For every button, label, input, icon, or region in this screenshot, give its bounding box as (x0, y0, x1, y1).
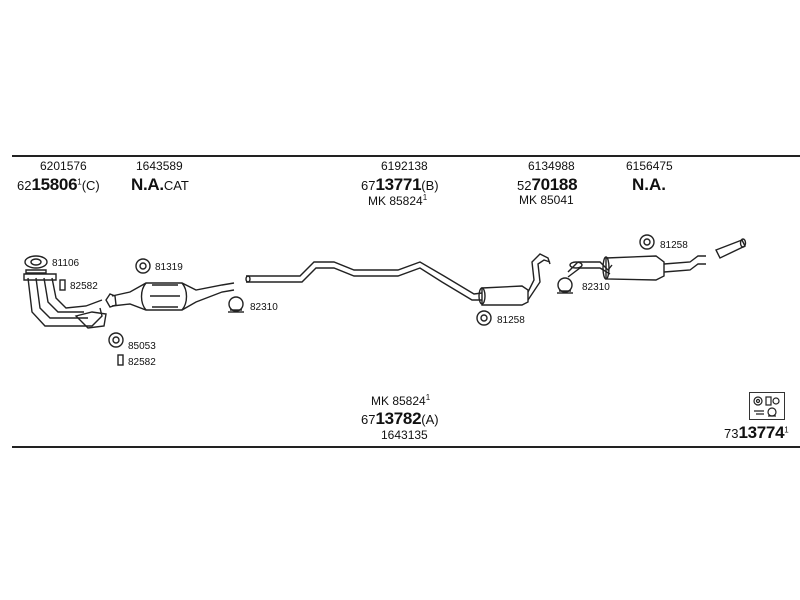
label-82310-b: 82310 (582, 282, 610, 293)
kit-part-number[interactable]: 73137741 (724, 423, 789, 443)
part-na[interactable]: N.A. (632, 175, 666, 194)
part-main: 70188 (531, 175, 578, 194)
part-number-a[interactable]: 6713782(A) (361, 409, 439, 429)
bottom-rule (12, 446, 800, 448)
mk-sup: 1 (422, 193, 428, 202)
part-number-b[interactable]: 6713771(B) (361, 175, 439, 195)
rear-silencer[interactable] (567, 255, 706, 281)
ref-6156475: 6156475 (626, 159, 673, 173)
top-rule (12, 155, 800, 157)
part-main: 13771 (375, 175, 422, 194)
label-81319: 81319 (155, 262, 183, 273)
bolt-icon[interactable] (59, 279, 66, 291)
part-na-cat[interactable]: N.A.CAT (131, 175, 189, 195)
kit-prefix: 73 (724, 426, 739, 441)
ref-1643589: 1643589 (136, 159, 183, 173)
part-number-c[interactable]: 62158061(C) (17, 175, 100, 195)
part-main: 13782 (375, 409, 422, 428)
part-main: N.A. (131, 175, 164, 194)
part-suffix: CAT (163, 178, 189, 193)
kit-parts-icon (753, 396, 780, 417)
kit-main: 13774 (738, 423, 785, 442)
part-suffix: (B) (421, 178, 439, 193)
rubber-ring-icon[interactable] (135, 258, 151, 274)
part-prefix: 67 (361, 178, 376, 193)
ref-6201576: 6201576 (40, 159, 87, 173)
clamp-icon[interactable] (228, 296, 244, 313)
center-pipe[interactable] (245, 261, 483, 301)
gasket-icon[interactable] (24, 255, 48, 274)
mk-text: MK 85824 (368, 194, 423, 208)
label-82310-a: 82310 (250, 302, 278, 313)
part-number-70188[interactable]: 5270188 (517, 175, 578, 195)
label-85053: 85053 (128, 341, 156, 352)
part-suffix: (A) (421, 412, 439, 427)
label-81258-b: 81258 (660, 240, 688, 251)
part-main: 15806 (31, 175, 78, 194)
part-prefix: 52 (517, 178, 532, 193)
part-sup: 1 (77, 177, 82, 187)
downpipe[interactable] (23, 273, 107, 329)
kit-sup: 1 (784, 425, 789, 435)
bolt-icon[interactable] (117, 354, 124, 366)
rubber-ring-icon[interactable] (108, 332, 124, 348)
mk-85824-bottom[interactable]: MK 858241 (371, 393, 430, 408)
ref-1643135: 1643135 (381, 428, 428, 442)
part-prefix: 62 (17, 178, 32, 193)
part-suffix: (C) (81, 178, 100, 193)
mk-sup: 1 (425, 393, 431, 402)
catalytic-converter[interactable] (105, 282, 235, 311)
tail-pipe[interactable] (715, 238, 747, 259)
clamp-icon[interactable] (557, 277, 573, 294)
mk-text: MK 85824 (371, 394, 426, 408)
label-81106: 81106 (52, 258, 80, 269)
rubber-ring-icon[interactable] (639, 234, 655, 250)
mk-85824-top[interactable]: MK 858241 (368, 193, 427, 208)
rubber-ring-icon[interactable] (476, 310, 492, 326)
ref-6134988: 6134988 (528, 159, 575, 173)
part-prefix: 67 (361, 412, 376, 427)
label-82582-b: 82582 (128, 357, 156, 368)
mk-85041[interactable]: MK 85041 (519, 193, 574, 207)
mounting-kit-icon[interactable] (749, 392, 785, 420)
label-81258-a: 81258 (497, 315, 525, 326)
label-82582-a: 82582 (70, 281, 98, 292)
ref-6192138: 6192138 (381, 159, 428, 173)
center-silencer[interactable] (478, 253, 551, 306)
